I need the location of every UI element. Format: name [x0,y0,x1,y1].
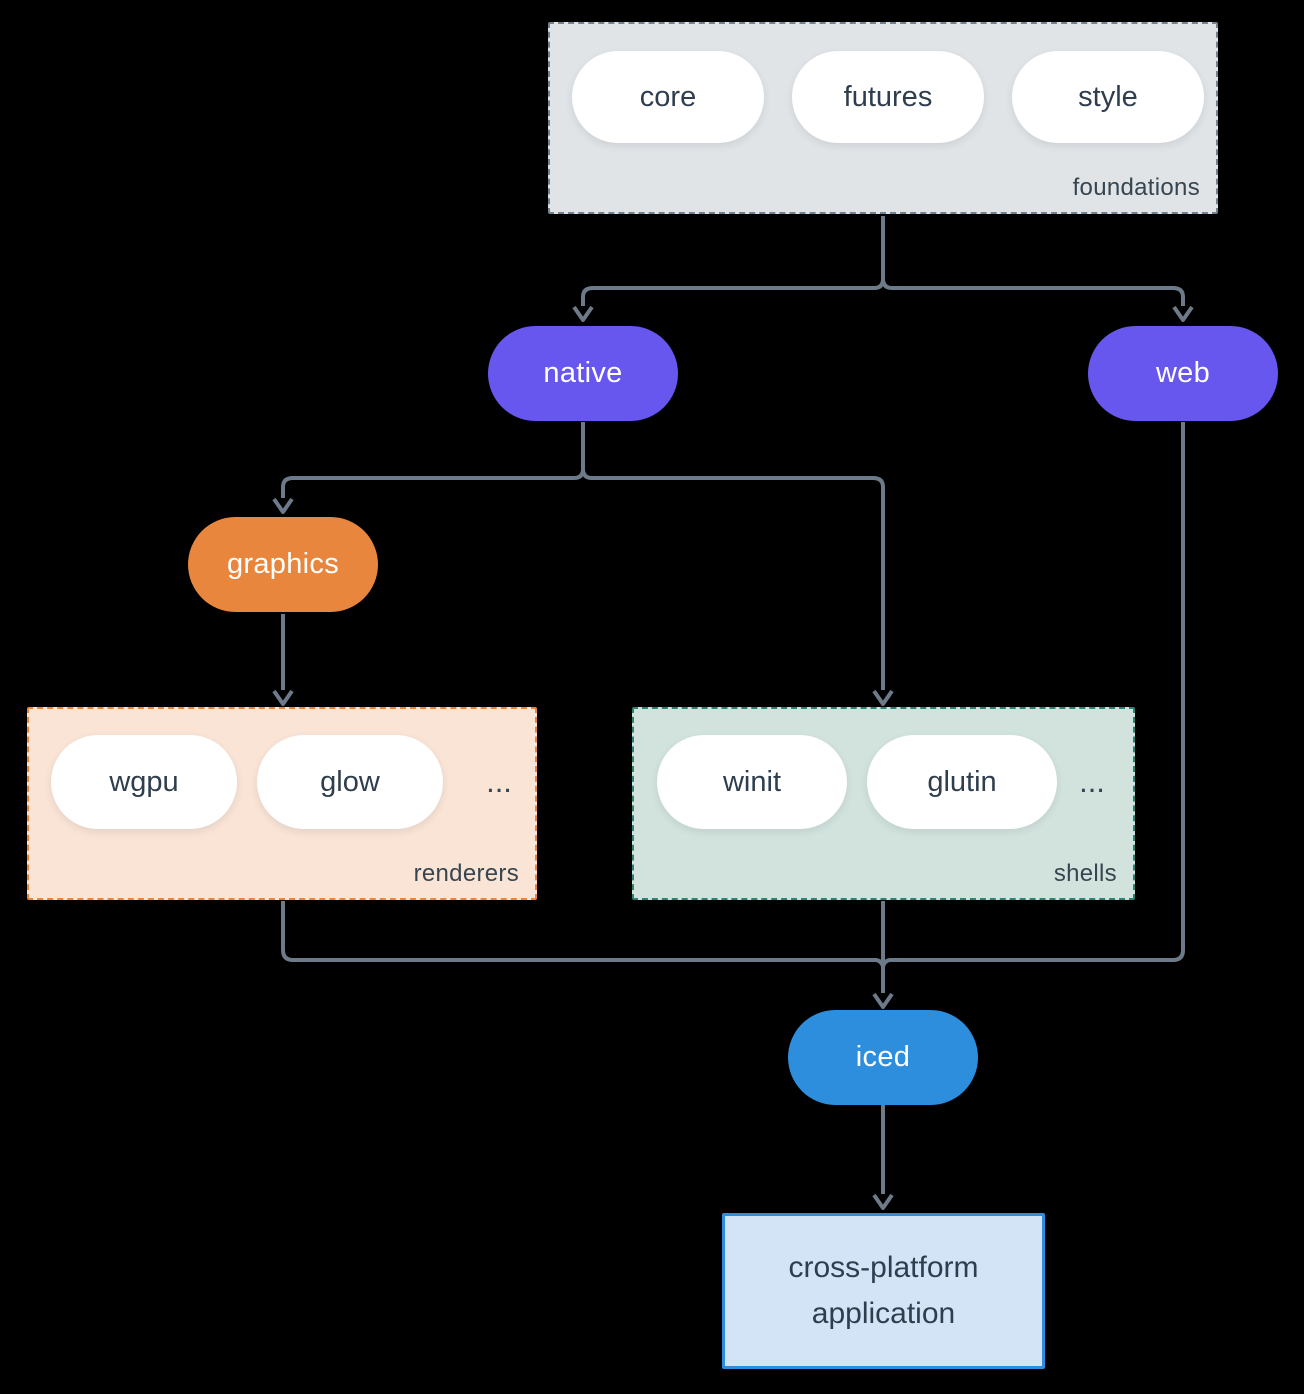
node-web: web [1088,326,1278,421]
pill-core-label: core [639,80,697,113]
group-shells: winit glutin ... shells [632,707,1135,900]
group-renderers-label: renderers [413,860,519,887]
pill-winit: winit [657,735,847,829]
pill-core: core [572,51,764,143]
group-renderers: wgpu glow ... renderers [27,707,537,900]
arrowhead-native [572,305,594,322]
renderers-ellipsis: ... [486,764,512,799]
edge-foundations-web [881,216,1185,306]
arrowhead-iced [872,992,894,1009]
node-graphics-label: graphics [226,548,339,580]
group-shells-label: shells [1053,860,1117,887]
pill-glow: glow [257,735,443,829]
shells-ellipsis: ... [1079,764,1105,799]
arrowhead-shells [872,689,894,706]
arrowhead-web [1172,305,1194,322]
edge-native-graphics [281,422,585,498]
pill-style: style [1012,51,1204,143]
group-foundations-label: foundations [1072,174,1200,201]
node-iced: iced [788,1010,978,1105]
node-application: cross-platform application [722,1213,1045,1369]
pill-glutin-label: glutin [927,765,997,798]
pill-glutin: glutin [867,735,1057,829]
arrowhead-application [872,1193,894,1210]
node-native: native [488,326,678,421]
pill-wgpu-label: wgpu [109,765,179,798]
arrowhead-renderers [272,689,294,706]
arrowhead-graphics [272,497,294,514]
group-foundations: core futures style foundations [548,22,1218,214]
node-graphics: graphics [188,517,378,612]
node-iced-label: iced [855,1041,911,1073]
node-web-label: web [1155,357,1211,389]
node-application-label: cross-platform application [788,1250,979,1331]
edge-renderers-merge [281,901,885,968]
pill-futures-label: futures [843,80,933,113]
pill-style-label: style [1078,80,1138,113]
node-native-label: native [543,357,623,389]
edge-foundations-native [581,216,885,306]
pill-futures: futures [792,51,984,143]
edge-native-shells [581,422,885,690]
pill-glow-label: glow [320,765,380,798]
pill-winit-label: winit [722,765,781,798]
pill-wgpu: wgpu [51,735,237,829]
